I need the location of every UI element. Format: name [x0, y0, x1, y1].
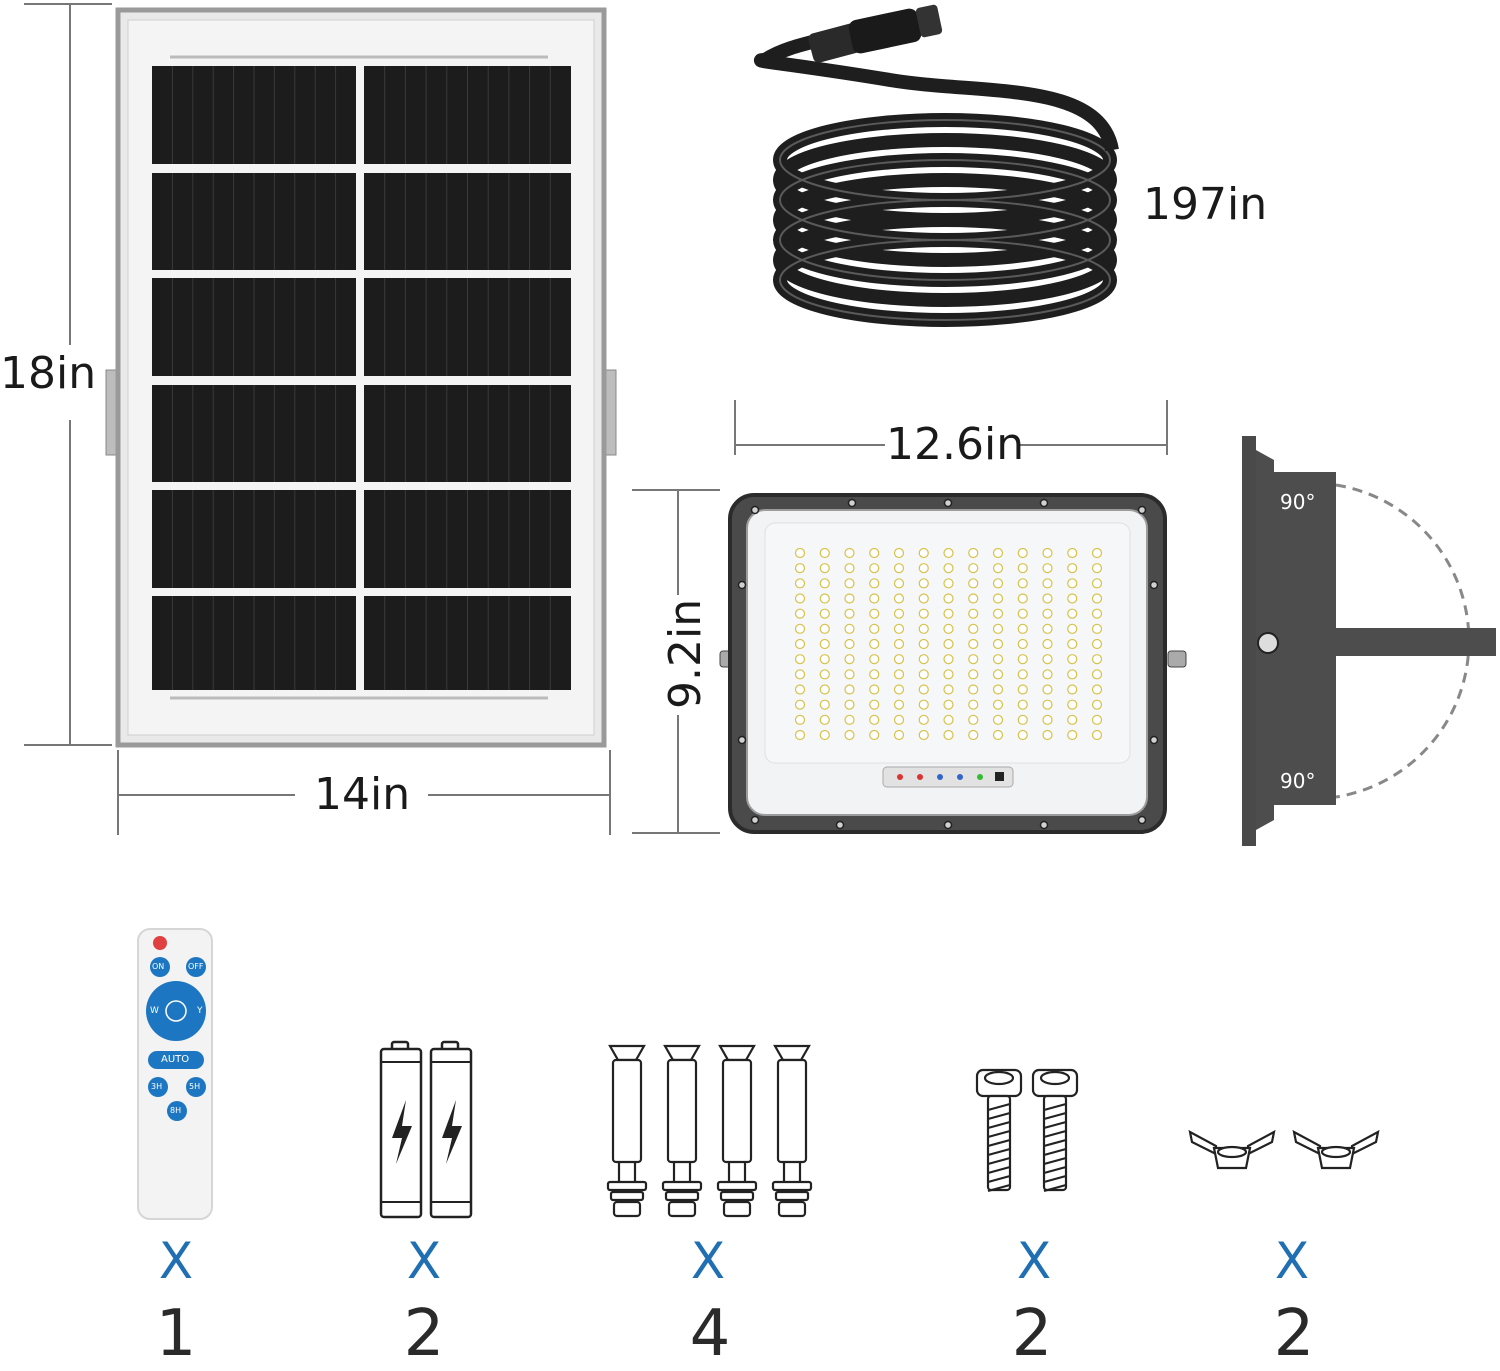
angle-top-label: 90° [1280, 490, 1316, 514]
cable-length-label: 197in [1143, 179, 1268, 230]
accessory-times-1: X [158, 1232, 194, 1290]
accessory-qty-4: 2 [1011, 1297, 1053, 1371]
remote-off-label: OFF [188, 962, 204, 971]
panel-width-label: 14in [314, 769, 411, 820]
cable-coil-icon [753, 4, 1119, 327]
accessory-times-5: X [1274, 1232, 1310, 1290]
light-height-label: 9.2in [660, 598, 711, 709]
remote-y-label: Y [197, 1006, 203, 1016]
accessory-qty-2: 2 [403, 1297, 445, 1371]
panel-height-label: 18in [0, 348, 97, 399]
rotation-angle-icon [1242, 436, 1496, 846]
remote-auto-label: AUTO [161, 1054, 190, 1065]
battery-icon [379, 1040, 473, 1219]
wall-anchors [602, 1042, 822, 1220]
flood-light-icon [632, 400, 1187, 834]
remote-control: ON OFF W Y AUTO 3H 5H 8H [136, 927, 216, 1223]
light-width-label: 12.6in [886, 419, 1025, 470]
accessory-times-2: X [406, 1232, 442, 1290]
wing-nuts [1186, 1124, 1386, 1180]
solar-panel-icon [24, 3, 617, 835]
accessory-quantities: X 1 X 2 X 4 X 2 X 2 [0, 1230, 1500, 1366]
light-side-view [1236, 430, 1500, 850]
angle-bottom-label: 90° [1280, 769, 1316, 793]
flood-light [630, 395, 1190, 845]
remote-w-label: W [150, 1006, 159, 1016]
wing-nut-icon [1188, 1129, 1380, 1170]
accessory-qty-5: 2 [1273, 1297, 1315, 1371]
accessory-times-4: X [1016, 1232, 1052, 1290]
bolt-icon [975, 1068, 1079, 1193]
accessory-qty-3: 4 [689, 1297, 731, 1371]
remote-5h-label: 5H [189, 1082, 201, 1091]
batteries [378, 1040, 478, 1220]
extension-cable [740, 0, 1140, 340]
remote-on-label: ON [152, 962, 165, 971]
bolts [972, 1066, 1092, 1196]
solar-panel [0, 0, 640, 840]
wall-anchor-icon [606, 1044, 813, 1218]
remote-control-icon [137, 928, 213, 1220]
accessory-qty-1: 1 [155, 1297, 197, 1371]
accessory-times-3: X [690, 1232, 726, 1290]
remote-3h-label: 3H [151, 1082, 163, 1091]
remote-8h-label: 8H [170, 1106, 182, 1115]
